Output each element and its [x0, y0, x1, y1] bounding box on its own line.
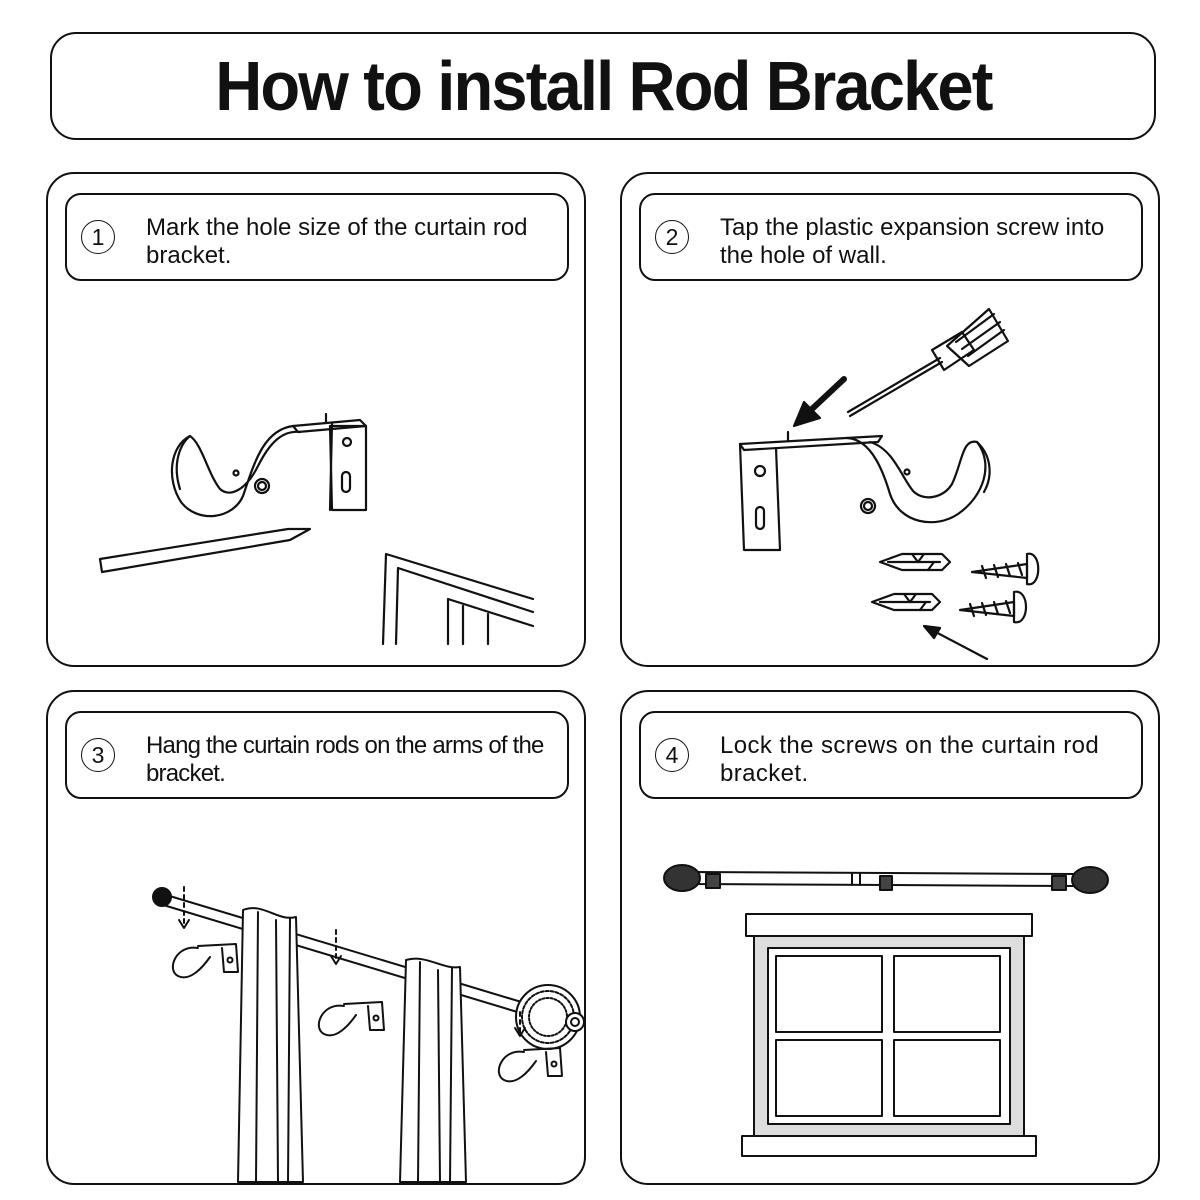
step-4-number: 4 [655, 738, 689, 772]
step-2-caption-box [639, 193, 1143, 281]
step-2-text: Tap the plastic expansion screw into the… [720, 214, 1105, 269]
step-1-illustration [98, 412, 535, 646]
step-2-illustration [738, 307, 1040, 661]
guide-arrows [183, 886, 521, 1033]
step-4-text: Lock the screws on the curtain rod brack… [720, 732, 1100, 787]
wall-anchor-icon [870, 552, 952, 612]
arrow-icon [792, 376, 847, 428]
curtain-rod-icon [152, 887, 529, 1015]
step-4-panel: 4 Lock the screws on the curtain rod bra… [620, 690, 1160, 1185]
page-title: How to install Rod Bracket [214, 47, 993, 125]
step-1-text: Mark the hole size of the curtain rod br… [146, 214, 528, 269]
step-3-caption-box [65, 711, 569, 799]
step-3-text: Hang the curtain rods on the arms of the… [146, 732, 544, 787]
arrow-icon [922, 624, 989, 661]
window-frame-icon [381, 552, 535, 646]
step-4-illustration [663, 864, 1109, 1157]
step-3-illustration [152, 886, 585, 1183]
step-1-caption-box [65, 193, 569, 281]
curtain-bracket-icon [171, 943, 563, 1083]
wood-screw-icon [958, 552, 1040, 624]
step-1-panel: 1 Mark the hole size of the curtain rod … [46, 172, 586, 667]
step-1-number: 1 [81, 220, 115, 254]
window-icon [741, 913, 1037, 1157]
step-3-number: 3 [81, 738, 115, 772]
step-4-caption-box [639, 711, 1143, 799]
pencil-icon [98, 527, 312, 574]
rod-finial-icon [515, 984, 585, 1050]
title-banner: How to install Rod Bracket [50, 32, 1156, 140]
step-3-panel: 3 Hang the curtain rods on the arms of t… [46, 690, 586, 1185]
curtain-rod-icon [663, 864, 1109, 894]
screwdriver-icon [846, 307, 1010, 418]
curtain-bracket-icon [170, 412, 368, 518]
step-2-panel: 2 Tap the plastic expansion screw into t… [620, 172, 1160, 667]
step-2-number: 2 [655, 220, 689, 254]
curtain-bracket-icon [738, 430, 991, 552]
curtain-panel-icon [237, 907, 467, 1183]
